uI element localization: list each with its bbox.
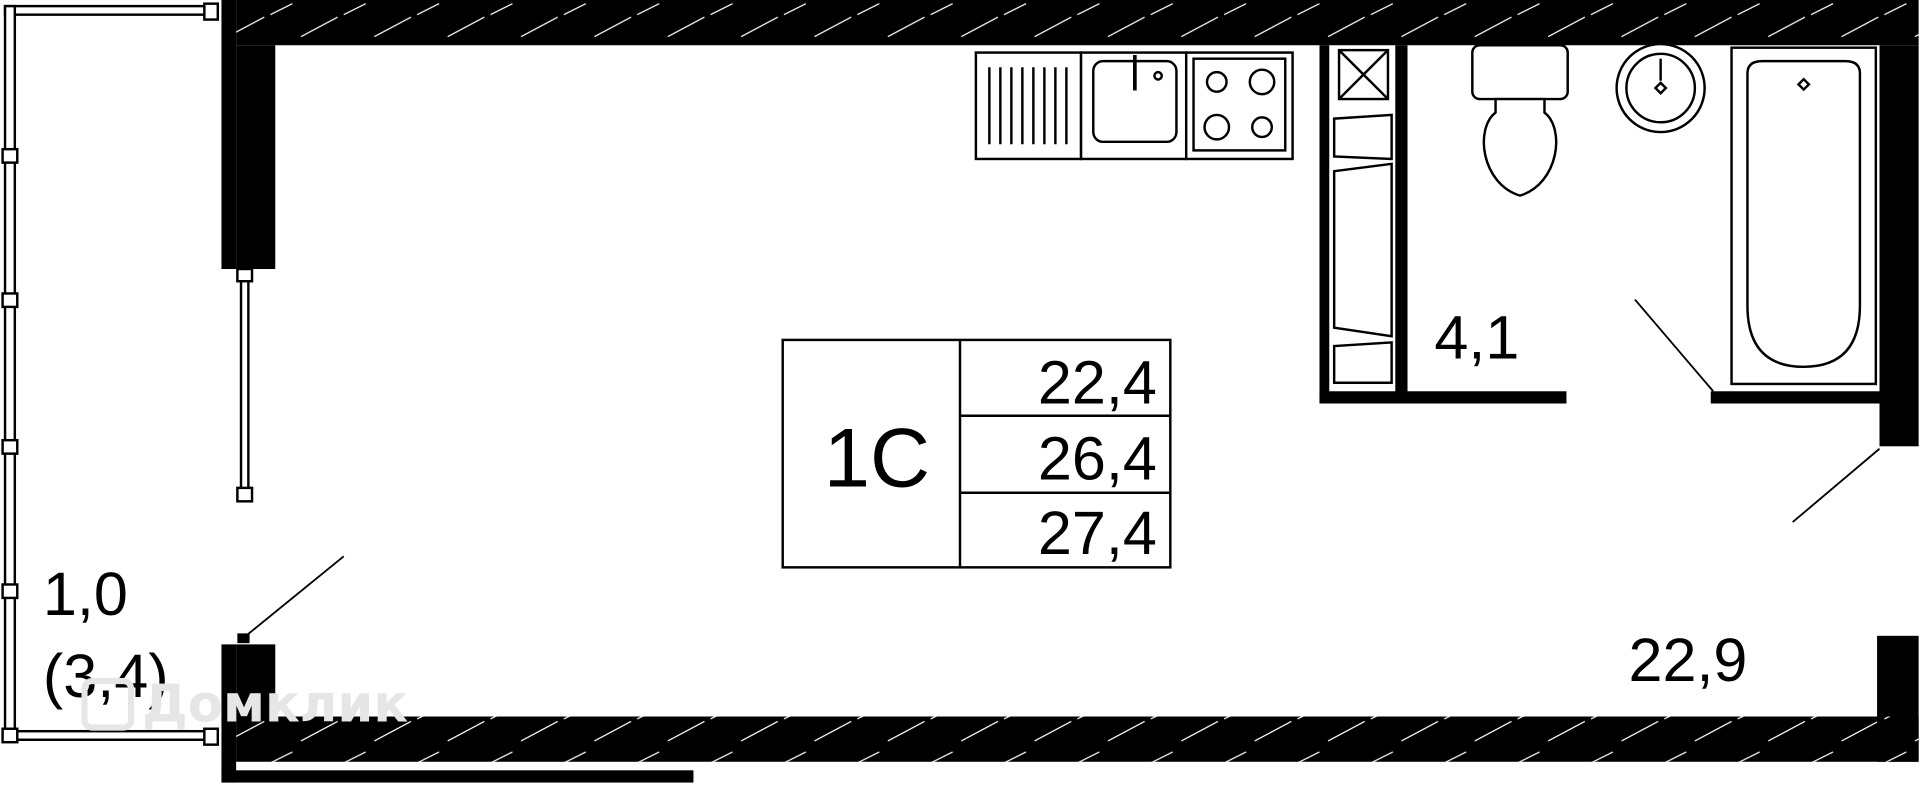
bathtub [1730, 46, 1878, 386]
watermark-logo-icon [81, 678, 135, 731]
kitchen-unit [974, 51, 1294, 161]
exterior-walls [221, 0, 1919, 783]
watermark: Домклик [81, 674, 408, 734]
apartment-type: 1С [824, 412, 930, 505]
bathroom-walls [1319, 45, 1882, 404]
door-hinge [237, 633, 250, 644]
bathroom-area-label: 4,1 [1434, 303, 1519, 371]
living-area: 22,4 [1038, 349, 1157, 417]
toilet [1471, 44, 1569, 197]
area-table [781, 338, 1172, 569]
door-swing-line [245, 555, 345, 637]
total-area-no-balcony: 26,4 [1038, 424, 1157, 492]
bathroom-door-swing-line [1634, 298, 1714, 392]
total-area: 27,4 [1038, 499, 1157, 567]
watermark-text: Домклик [142, 674, 408, 734]
balcony [1, 2, 254, 746]
balcony-area-label: 1,0 [43, 560, 128, 628]
wardrobe [1332, 48, 1393, 384]
room-area-label: 22,9 [1628, 626, 1747, 694]
entrance-door-swing-line [1792, 448, 1881, 523]
balcony-full-area-label: (3,4) [43, 642, 169, 710]
washbasin [1615, 42, 1706, 134]
kitchen-drainer-lines [988, 67, 1068, 145]
